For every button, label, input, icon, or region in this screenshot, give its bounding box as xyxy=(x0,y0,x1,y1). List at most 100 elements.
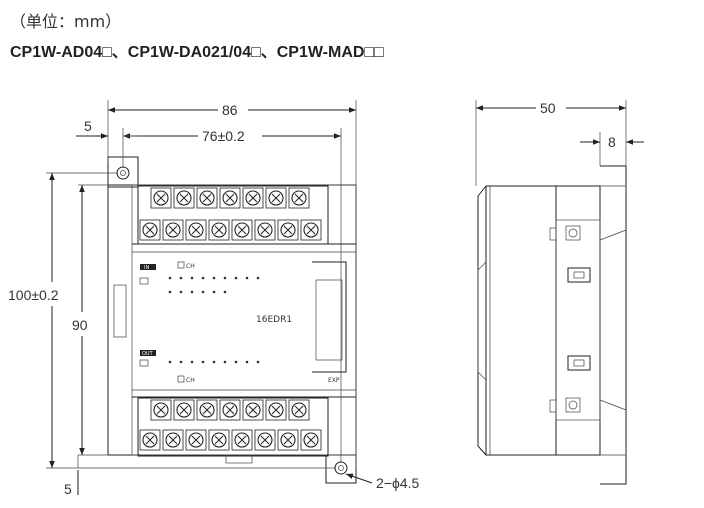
dim-rail-width: 8 xyxy=(608,134,616,150)
dim-body-height: 90 xyxy=(72,317,88,333)
status-led xyxy=(256,276,260,280)
status-led xyxy=(190,360,194,364)
terminal-cell xyxy=(254,429,276,451)
terminal-cell xyxy=(300,219,322,241)
terminal-cell xyxy=(277,219,299,241)
terminal-cell xyxy=(150,399,172,421)
front-view: IN OUT CH CH EXP 16EDR1 xyxy=(107,156,357,484)
terminal-screw xyxy=(291,190,307,206)
terminal-screw xyxy=(257,222,273,238)
model-list-title: CP1W-AD04□、CP1W-DA021/04□、CP1W-MAD□□ xyxy=(10,44,384,61)
terminal-cell xyxy=(139,219,161,241)
status-led xyxy=(212,290,216,294)
in-label: IN xyxy=(144,265,149,271)
terminal-cell xyxy=(265,187,287,209)
terminal-screw xyxy=(211,432,227,448)
terminal-screw xyxy=(165,432,181,448)
status-led xyxy=(168,276,172,280)
terminal-screw xyxy=(222,190,238,206)
terminal-cell xyxy=(208,429,230,451)
terminal-screw xyxy=(153,402,169,418)
terminal-cell xyxy=(173,187,195,209)
terminal-cell xyxy=(254,219,276,241)
terminal-cell xyxy=(196,399,218,421)
dim-depth: 50 xyxy=(540,100,556,116)
status-led xyxy=(179,360,183,364)
dim-total-width: 86 xyxy=(222,102,238,118)
dim-holes: 2−ϕ4.5 xyxy=(376,475,419,491)
dim-left-offset: 5 xyxy=(84,118,92,134)
terminal-screw xyxy=(303,222,319,238)
terminal-screw xyxy=(222,402,238,418)
upper-terminal-row-top xyxy=(150,187,310,209)
terminal-screw xyxy=(268,402,284,418)
terminal-screw xyxy=(280,222,296,238)
status-led xyxy=(190,276,194,280)
status-led xyxy=(223,360,227,364)
terminal-cell xyxy=(185,219,207,241)
terminal-cell xyxy=(242,187,264,209)
terminal-cell xyxy=(173,399,195,421)
terminal-cell xyxy=(162,429,184,451)
model-marking: 16EDR1 xyxy=(256,315,292,325)
terminal-screw xyxy=(268,190,284,206)
status-led xyxy=(168,360,172,364)
side-connector xyxy=(113,284,127,338)
status-led xyxy=(168,290,172,294)
terminal-screw xyxy=(257,432,273,448)
status-led xyxy=(179,276,183,280)
lower-terminal-block xyxy=(137,397,329,457)
terminal-cell xyxy=(231,429,253,451)
out-label: OUT xyxy=(142,351,154,357)
terminal-screw xyxy=(211,222,227,238)
din-hook xyxy=(225,454,253,464)
status-led xyxy=(234,276,238,280)
terminal-screw xyxy=(153,190,169,206)
terminal-screw xyxy=(176,402,192,418)
exp-label: EXP xyxy=(328,377,340,384)
ch-label-lower: CH xyxy=(186,377,195,384)
status-led xyxy=(234,360,238,364)
status-led xyxy=(223,290,227,294)
terminal-screw xyxy=(188,432,204,448)
dim-bottom-offset: 5 xyxy=(64,481,72,497)
terminal-screw xyxy=(245,402,261,418)
status-led xyxy=(256,360,260,364)
unit-label: （单位：mm） xyxy=(10,12,122,31)
output-led-row xyxy=(168,360,260,364)
terminal-cell xyxy=(231,219,253,241)
terminal-screw xyxy=(280,432,296,448)
terminal-screw xyxy=(199,190,215,206)
terminal-cell xyxy=(208,219,230,241)
terminal-cell xyxy=(277,429,299,451)
terminal-cell xyxy=(219,187,241,209)
terminal-cell xyxy=(288,187,310,209)
terminal-screw xyxy=(165,222,181,238)
expansion-cover xyxy=(312,261,347,373)
terminal-screw xyxy=(303,432,319,448)
terminal-screw xyxy=(176,190,192,206)
terminal-screw xyxy=(199,402,215,418)
terminal-cell xyxy=(300,429,322,451)
input-led-row-1 xyxy=(168,276,260,280)
status-led xyxy=(245,276,249,280)
status-led xyxy=(212,360,216,364)
status-led xyxy=(179,290,183,294)
status-led xyxy=(223,276,227,280)
terminal-screw xyxy=(142,432,158,448)
terminal-screw xyxy=(291,402,307,418)
status-led xyxy=(212,276,216,280)
terminal-cell xyxy=(139,429,161,451)
status-led xyxy=(201,276,205,280)
bottom-mount-hole xyxy=(334,461,348,475)
terminal-cell xyxy=(265,399,287,421)
top-mount-hole xyxy=(116,166,130,180)
upper-terminal-row-bottom xyxy=(139,219,322,241)
terminal-screw xyxy=(142,222,158,238)
terminal-cell xyxy=(242,399,264,421)
status-led xyxy=(201,290,205,294)
terminal-cell xyxy=(162,219,184,241)
terminal-screw xyxy=(234,432,250,448)
terminal-screw xyxy=(188,222,204,238)
